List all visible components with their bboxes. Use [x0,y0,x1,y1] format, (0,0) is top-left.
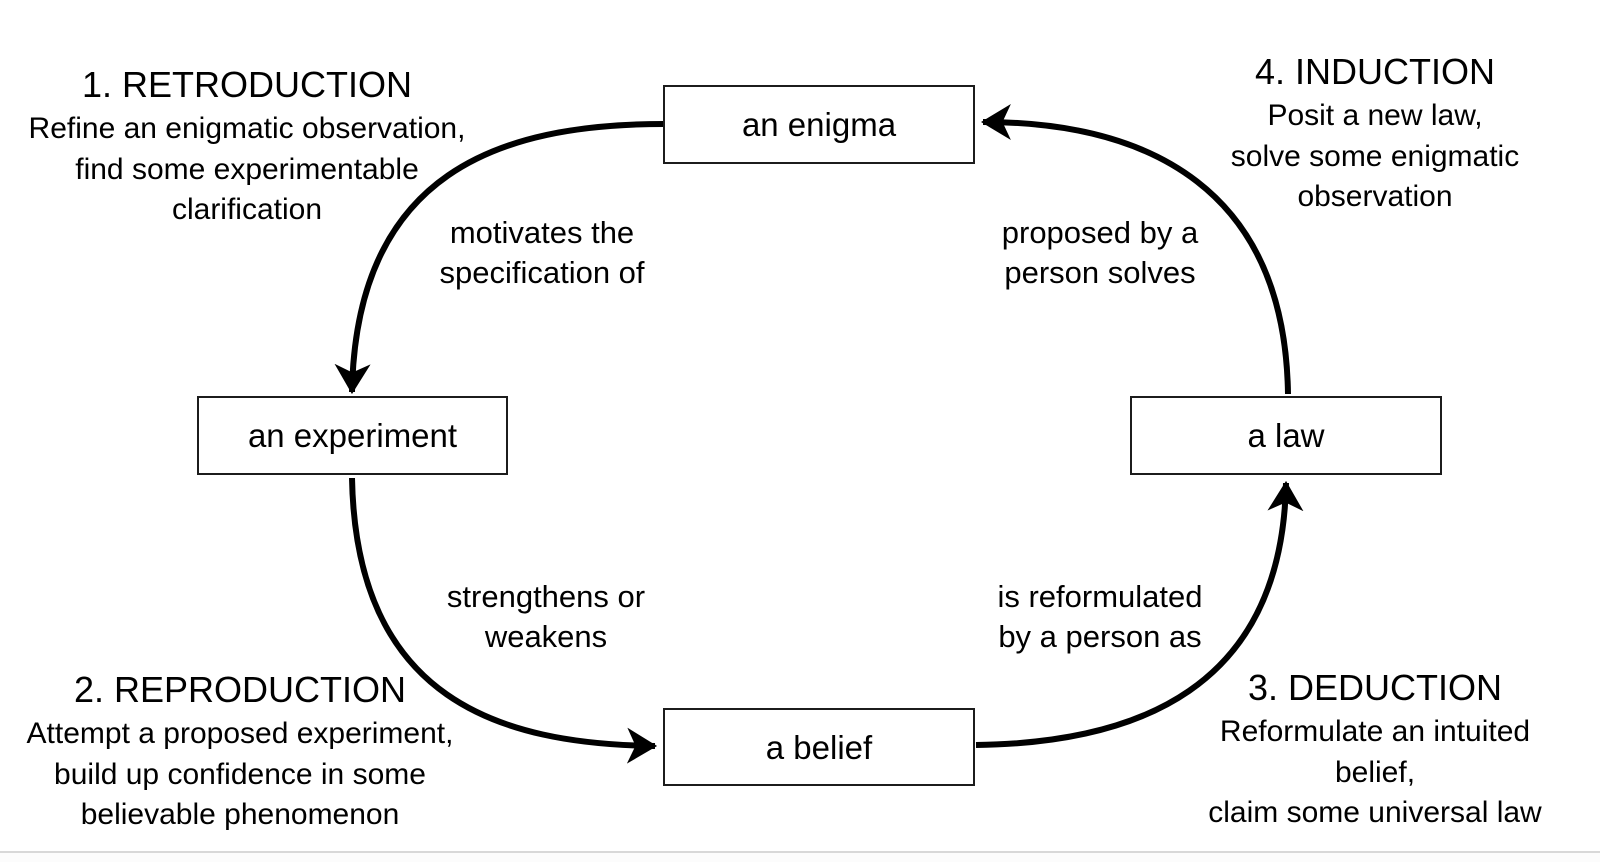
edge-label-experiment-to-belief: strengthens or weakens [446,579,646,655]
stage-reproduction-title: 2. REPRODUCTION [73,669,407,710]
node-belief-label: a belief [765,728,873,766]
arrow-experiment-to-belief [349,477,658,764]
stage-retroduction-description: Refine an enigmatic observation, find so… [28,112,466,227]
arrow-enigma-to-experiment [334,121,665,395]
edge-label-enigma-to-experiment: motivates the specification of [439,215,645,291]
node-law-label: a law [1247,417,1325,454]
page-bottom-rule [0,851,1600,853]
stage-deduction-description: Reformulate an intuited belief, claim so… [1208,715,1542,830]
node-law: a law [1130,396,1442,475]
node-experiment: an experiment [197,396,508,475]
node-enigma: an enigma [663,85,975,164]
arrow-law-to-enigma [980,104,1291,395]
node-experiment-label: an experiment [247,417,458,454]
stage-induction-description: Posit a new law, solve some enigmatic ob… [1230,99,1520,214]
stage-reproduction-description: Attempt a proposed experiment, build up … [26,717,454,832]
stage-deduction: 3. DEDUCTION Reformulate an intuited bel… [1160,666,1590,834]
page-bottom-strip [0,853,1600,862]
stage-deduction-title: 3. DEDUCTION [1247,667,1503,708]
node-enigma-label: an enigma [741,106,897,143]
node-belief: a belief [663,708,975,786]
edge-label-law-to-enigma: proposed by a person solves [1001,215,1199,291]
arrow-belief-to-law [975,480,1304,748]
stage-induction: 4. INDUCTION Posit a new law, solve some… [1160,50,1590,218]
edge-label-belief-to-law: is reformulated by a person as [997,579,1203,655]
stage-induction-title: 4. INDUCTION [1254,51,1495,92]
stage-reproduction: 2. REPRODUCTION Attempt a proposed exper… [10,668,470,836]
stage-retroduction-title: 1. RETRODUCTION [81,64,412,105]
stage-retroduction: 1. RETRODUCTION Refine an enigmatic obse… [17,63,477,231]
